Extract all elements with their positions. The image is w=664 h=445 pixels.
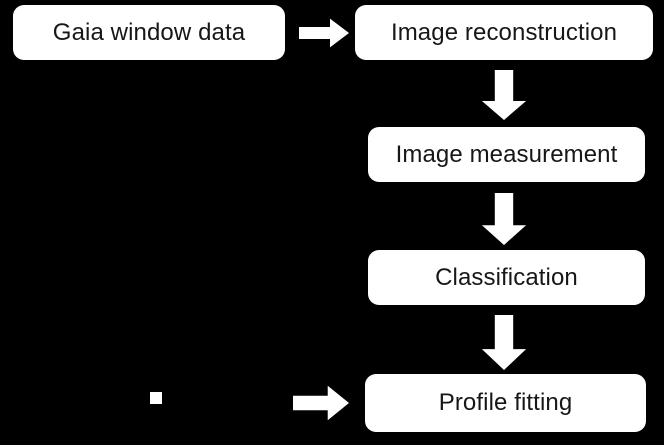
arrow-down-icon-measurement-to-classification — [481, 193, 527, 245]
node-label-classification: Classification — [435, 263, 578, 291]
arrow-right-icon-source-to-reconstruction — [299, 18, 349, 48]
fragment-marker-square — [150, 392, 162, 404]
node-gaia-window-data[interactable]: Gaia window data — [13, 5, 285, 60]
node-classification[interactable]: Classification — [368, 250, 645, 305]
arrow-right-icon-bottom-to-profilefitting — [293, 385, 349, 421]
arrow-down-icon-classification-to-profilefitting — [481, 315, 527, 370]
arrow-down-icon-reconstruction-to-measurement — [481, 70, 527, 120]
node-label-profile-fitting: Profile fitting — [438, 389, 573, 416]
node-label-image-measurement: Image measurement — [395, 140, 618, 168]
node-label-gaia-window-data: Gaia window data — [52, 18, 246, 46]
node-profile-fitting[interactable]: Profile fitting — [365, 374, 646, 432]
node-image-measurement[interactable]: Image measurement — [368, 127, 645, 182]
node-image-reconstruction[interactable]: Image reconstruction — [355, 5, 653, 60]
node-label-image-reconstruction: Image reconstruction — [390, 18, 618, 46]
